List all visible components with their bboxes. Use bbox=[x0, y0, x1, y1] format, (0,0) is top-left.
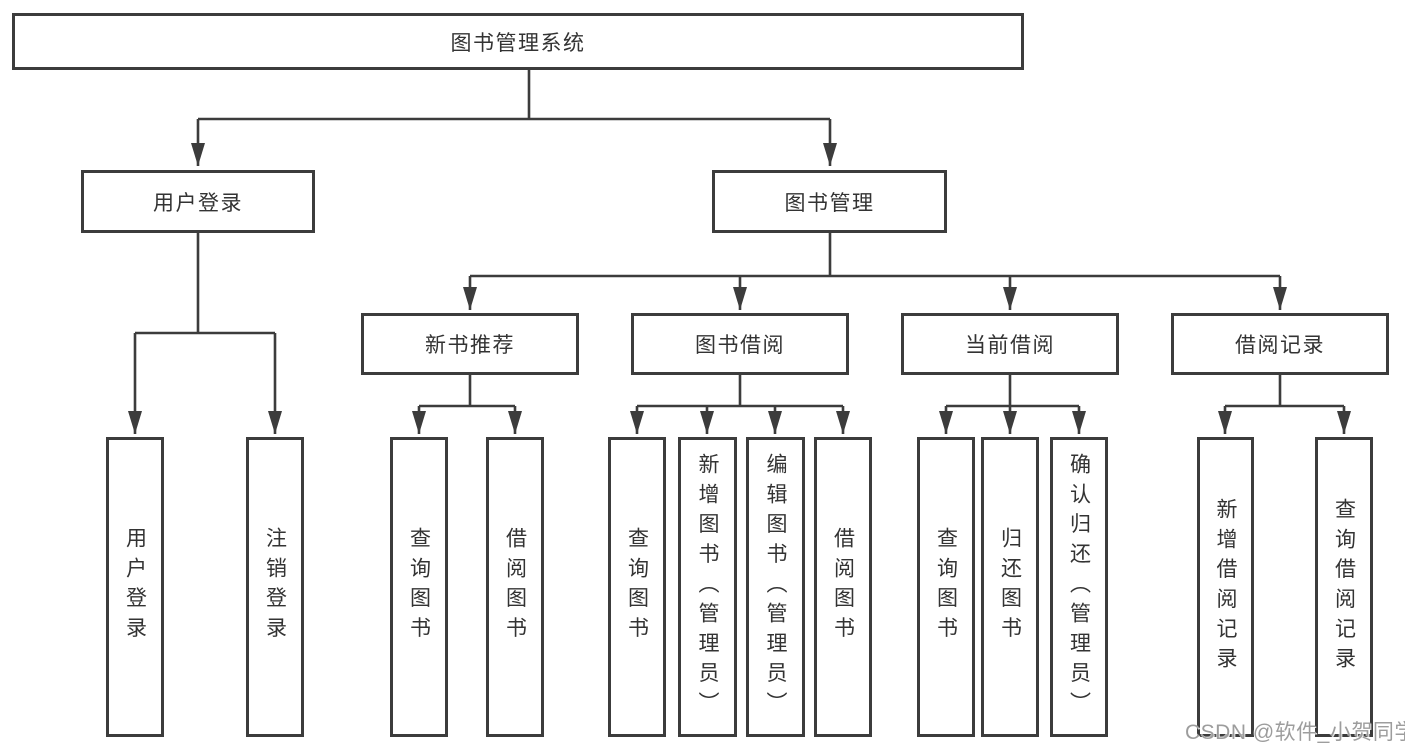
leaf-current-return-books: 归还图书 bbox=[981, 437, 1039, 737]
node-book-management-label: 图书管理 bbox=[784, 191, 875, 215]
leaf-current-query-books: 查询图书 bbox=[917, 437, 975, 737]
node-book-borrowing-label: 图书借阅 bbox=[695, 334, 785, 357]
leaf-borrow-edit-book-admin-label: 编辑图书（管理员） bbox=[764, 452, 787, 722]
leaf-borrow-query-books: 查询图书 bbox=[608, 437, 666, 737]
leaf-current-query-books-label: 查询图书 bbox=[934, 527, 958, 647]
leaf-records-query-record: 查询借阅记录 bbox=[1315, 437, 1373, 737]
leaf-newbook-borrow-books: 借阅图书 bbox=[486, 437, 544, 737]
leaf-current-return-books-label: 归还图书 bbox=[998, 527, 1022, 647]
leaf-borrow-add-book-admin-label: 新增图书（管理员） bbox=[696, 452, 719, 722]
node-current-borrowing-label: 当前借阅 bbox=[965, 334, 1055, 357]
node-borrowing-records: 借阅记录 bbox=[1171, 313, 1389, 375]
node-root: 图书管理系统 bbox=[12, 13, 1024, 70]
leaf-newbook-borrow-books-label: 借阅图书 bbox=[503, 527, 527, 647]
node-new-book-recommend-label: 新书推荐 bbox=[425, 334, 515, 357]
leaf-borrow-add-book-admin: 新增图书（管理员） bbox=[678, 437, 737, 737]
leaf-current-confirm-return-admin-label: 确认归还（管理员） bbox=[1067, 452, 1091, 722]
node-user-login: 用户登录 bbox=[81, 170, 315, 233]
node-book-borrowing: 图书借阅 bbox=[631, 313, 849, 375]
leaf-newbook-query-books-label: 查询图书 bbox=[407, 527, 431, 647]
leaf-records-add-record: 新增借阅记录 bbox=[1197, 437, 1254, 737]
node-current-borrowing: 当前借阅 bbox=[901, 313, 1119, 375]
leaf-current-confirm-return-admin: 确认归还（管理员） bbox=[1050, 437, 1108, 737]
leaf-borrow-borrow-books: 借阅图书 bbox=[814, 437, 872, 737]
leaf-logout-label: 注销登录 bbox=[263, 527, 287, 647]
csdn-watermark: CSDN @软件_小贺同学 bbox=[1185, 721, 1405, 744]
node-user-login-label: 用户登录 bbox=[153, 191, 243, 215]
leaf-newbook-query-books: 查询图书 bbox=[390, 437, 448, 737]
leaf-user-login-label: 用户登录 bbox=[123, 527, 147, 647]
leaf-logout: 注销登录 bbox=[246, 437, 304, 737]
node-book-management: 图书管理 bbox=[712, 170, 947, 233]
leaf-borrow-borrow-books-label: 借阅图书 bbox=[831, 527, 855, 647]
node-new-book-recommend: 新书推荐 bbox=[361, 313, 579, 375]
leaf-borrow-query-books-label: 查询图书 bbox=[625, 527, 649, 647]
leaf-borrow-edit-book-admin: 编辑图书（管理员） bbox=[746, 437, 805, 737]
leaf-records-query-record-label: 查询借阅记录 bbox=[1332, 497, 1356, 677]
leaf-records-add-record-label: 新增借阅记录 bbox=[1214, 497, 1237, 677]
node-root-label: 图书管理系统 bbox=[450, 31, 586, 55]
leaf-user-login: 用户登录 bbox=[106, 437, 164, 737]
node-borrowing-records-label: 借阅记录 bbox=[1235, 334, 1325, 357]
